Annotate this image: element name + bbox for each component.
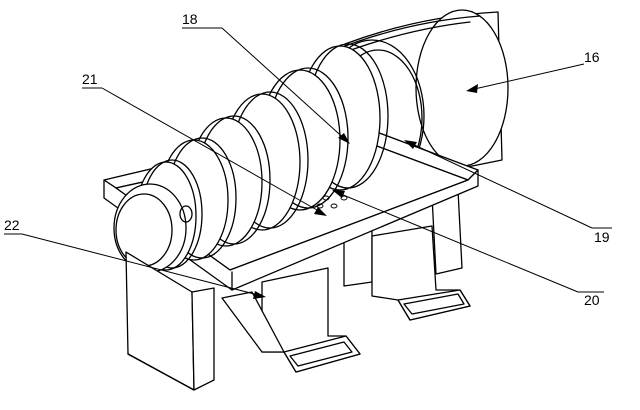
leader-20 [332, 190, 604, 293]
callout-18: 18 [182, 11, 198, 27]
leader-21 [82, 87, 327, 216]
leader-18 [182, 27, 350, 144]
callout-16: 16 [584, 49, 600, 65]
discharge-chute-left [261, 267, 361, 373]
front-support [125, 251, 285, 391]
end-cap-left [113, 183, 193, 273]
callout-20: 20 [584, 292, 600, 308]
callout-22: 22 [4, 217, 20, 233]
leader-22 [4, 233, 266, 299]
callout-19: 19 [594, 229, 610, 245]
callout-21: 21 [82, 71, 98, 87]
leader-19 [404, 140, 612, 229]
rear-support [343, 189, 463, 287]
discharge-chute-right [371, 225, 471, 321]
leader-16 [466, 63, 585, 93]
